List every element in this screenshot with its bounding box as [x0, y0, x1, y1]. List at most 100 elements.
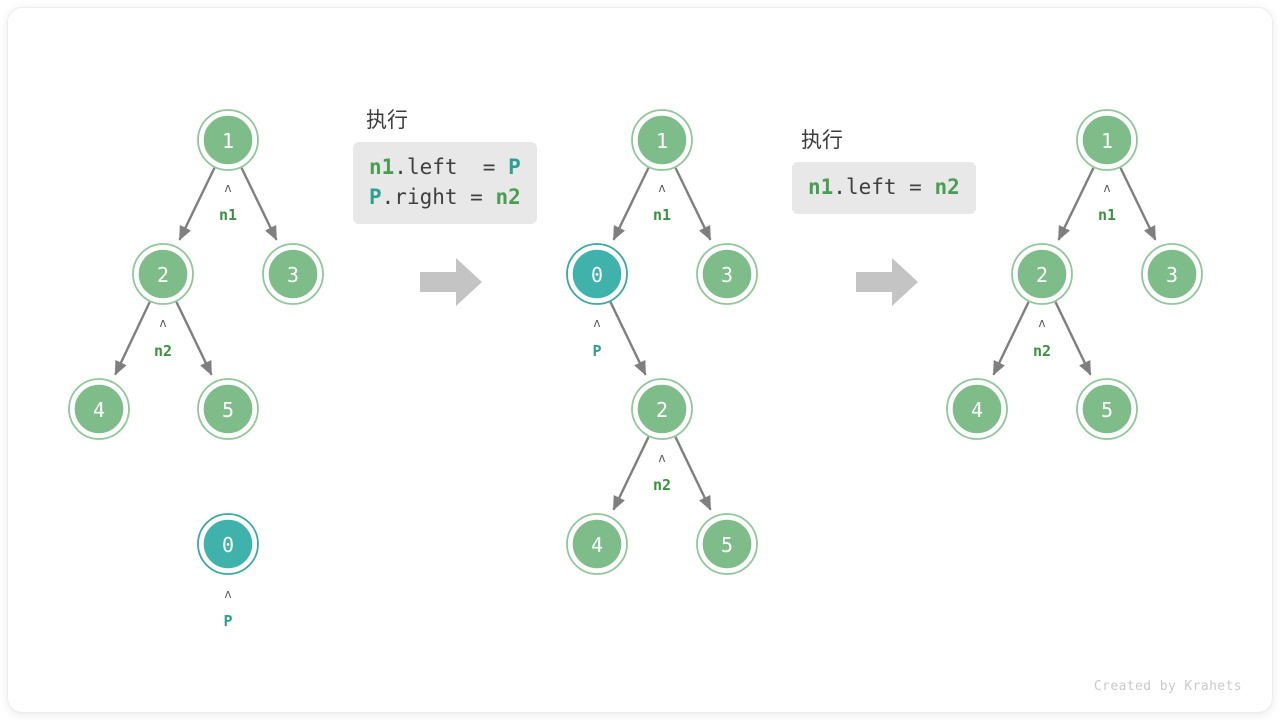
tree-edge [240, 167, 278, 241]
node-value: 2 [656, 398, 668, 422]
node-disc [1080, 113, 1134, 167]
code-token: n2 [495, 185, 521, 209]
code-line: P.right = n2 [369, 182, 521, 212]
node-value: 0 [591, 263, 603, 287]
tree-node-2[interactable]: 2 [631, 378, 693, 440]
code-token: n2 [934, 175, 960, 199]
node-value: 2 [157, 263, 169, 287]
exec-title-step-1: 执行 [366, 108, 408, 132]
tree-node-2[interactable]: 2 [1011, 243, 1073, 305]
tree-edge [1057, 167, 1095, 241]
pointer-label-text: n2 [653, 476, 671, 494]
tree-edge [612, 167, 650, 241]
node-value: 5 [721, 533, 733, 557]
pointer-label-text: n2 [1033, 342, 1051, 360]
tree-node-1[interactable]: 1 [197, 109, 259, 171]
pointer-n2: ʌ n2 [653, 451, 671, 494]
tree-node-4[interactable]: 4 [946, 378, 1008, 440]
node-ring [566, 513, 628, 575]
pointer-label-text: P [223, 612, 232, 630]
tree-edge [178, 167, 216, 241]
node-disc [201, 382, 255, 436]
tree-node-1[interactable]: 1 [631, 109, 693, 171]
tree-edge [175, 301, 213, 376]
node-ring [197, 378, 259, 440]
node-value: 4 [591, 533, 603, 557]
code-line: n1.left = P [369, 152, 521, 182]
tree-node-3[interactable]: 3 [262, 243, 324, 305]
node-ring [68, 378, 130, 440]
tree-node-5[interactable]: 5 [197, 378, 259, 440]
tree-node-4[interactable]: 4 [566, 513, 628, 575]
tree-edge [674, 436, 712, 511]
code-token: .left = [833, 175, 935, 199]
caret-icon: ʌ [224, 181, 231, 195]
credit-text: Created by Krahets [1093, 679, 1242, 694]
caret-icon: ʌ [1038, 316, 1045, 330]
node-disc [201, 517, 255, 571]
transition-arrow-1 [420, 258, 482, 306]
node-ring [262, 243, 324, 305]
tree-edge [674, 167, 712, 241]
node-ring [631, 378, 693, 440]
code-token: P [369, 185, 382, 209]
tree-node-5[interactable]: 5 [1076, 378, 1138, 440]
tree-node-2[interactable]: 2 [132, 243, 194, 305]
tree-node-5[interactable]: 5 [696, 513, 758, 575]
caret-icon: ʌ [658, 451, 665, 465]
node-value: 4 [93, 398, 105, 422]
node-ring [696, 513, 758, 575]
node-ring [696, 243, 758, 305]
exec-title-step-2: 执行 [801, 128, 843, 152]
code-token: .left = [394, 155, 509, 179]
node-ring [631, 109, 693, 171]
pointer-p: ʌP [592, 316, 601, 360]
node-value: 1 [222, 129, 234, 153]
tree-node-3[interactable]: 3 [1141, 243, 1203, 305]
code-token: P [508, 155, 521, 179]
pointer-label-text: n2 [154, 342, 172, 360]
node-value: 4 [971, 398, 983, 422]
node-ring [197, 513, 259, 575]
node-disc [266, 247, 320, 301]
node-disc [1145, 247, 1199, 301]
tree-nodes-layer: 1 2 3 4 5 0 1 0 3 2 4 5 1 2 3 4 5 [68, 109, 1203, 575]
tree-edge [114, 301, 151, 376]
node-value: 0 [222, 533, 234, 557]
code-token: n1 [808, 175, 834, 199]
tree-node-0[interactable]: 0 [566, 243, 628, 305]
tree-node-0[interactable]: 0 [197, 513, 259, 575]
pointer-label-text: n1 [653, 206, 671, 224]
node-ring [1141, 243, 1203, 305]
pointer-n1: ʌn1 [1098, 181, 1116, 224]
tree-node-3[interactable]: 3 [696, 243, 758, 305]
pointer-n2: ʌ n2 [1033, 316, 1051, 360]
tree-edge [1119, 167, 1157, 241]
tree-edge [1054, 301, 1092, 376]
tree-edges-layer [114, 167, 1157, 511]
tree-node-1[interactable]: 1 [1076, 109, 1138, 171]
node-disc [1080, 382, 1134, 436]
caret-icon: ʌ [593, 316, 600, 330]
tree-edge [612, 436, 650, 511]
caret-icon: ʌ [1103, 181, 1110, 195]
node-value: 3 [721, 263, 733, 287]
node-disc [72, 382, 126, 436]
code-token: .right = [381, 185, 496, 209]
node-value: 3 [287, 263, 299, 287]
pointer-n2: ʌn2 [154, 316, 172, 360]
node-disc [700, 517, 754, 571]
node-disc [635, 382, 689, 436]
node-value: 5 [222, 398, 234, 422]
node-value: 5 [1101, 398, 1113, 422]
node-disc [136, 247, 190, 301]
node-disc [635, 113, 689, 167]
pointer-n1: ʌn1 [653, 181, 671, 224]
node-value: 2 [1036, 263, 1048, 287]
node-disc [700, 247, 754, 301]
node-ring [1076, 109, 1138, 171]
node-ring [946, 378, 1008, 440]
tree-node-4[interactable]: 4 [68, 378, 130, 440]
